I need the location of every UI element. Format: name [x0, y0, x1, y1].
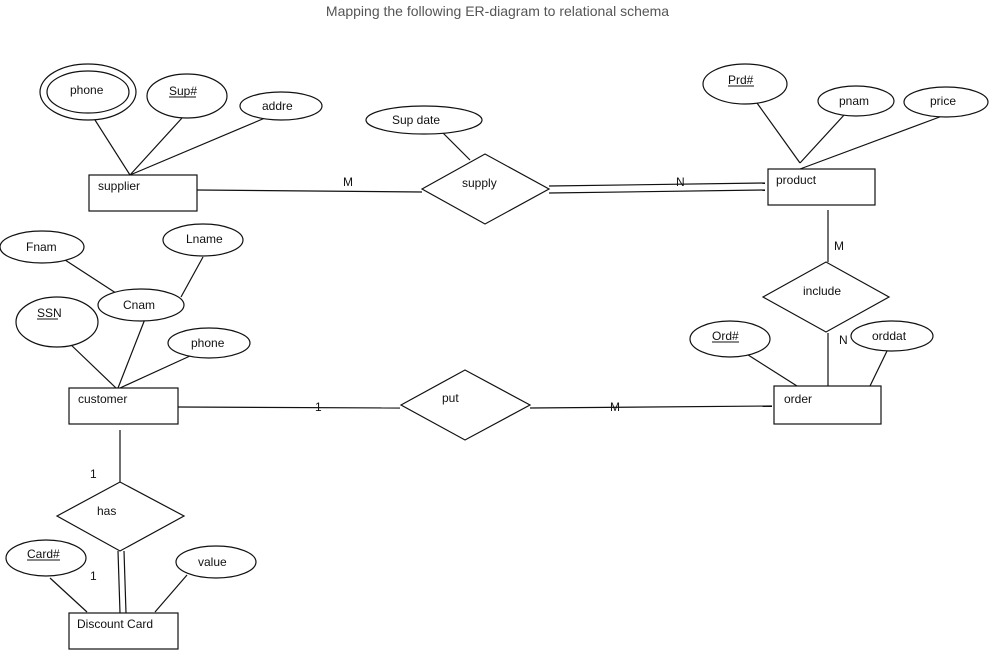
entity-product-label: product [776, 173, 817, 187]
line-supno-supplier [129, 117, 183, 176]
line-ordno-order [744, 352, 798, 387]
line-lname-cnam [180, 256, 204, 298]
attr-orddat [850, 320, 934, 352]
line-has-card-1 [117, 550, 121, 614]
relationship-supply-label: supply [462, 176, 497, 190]
entity-discount-card-label: Discount Card [77, 617, 153, 631]
attr-sup-date [365, 105, 483, 135]
attr-ssn-label: SSN [37, 306, 62, 320]
cardinality-put-order: M [610, 400, 620, 414]
attr-addre [239, 91, 323, 121]
line-supplier-supply [196, 189, 423, 193]
line-cardno-card [49, 577, 88, 613]
line-put-order [529, 405, 773, 409]
attr-supplier-phone-label: phone [70, 83, 104, 97]
cardinality-has-customer: 1 [90, 467, 97, 481]
entity-supplier-label: supplier [98, 179, 140, 193]
attr-cnam-label: Cnam [123, 298, 155, 312]
entity-order [773, 385, 882, 425]
entity-customer [68, 387, 179, 425]
attr-ord-no [689, 320, 771, 358]
attr-ssn [15, 296, 99, 348]
entity-order-label: order [784, 392, 812, 406]
attr-customer-phone-label: phone [191, 336, 225, 350]
attr-sup-no [146, 73, 228, 119]
line-ssn-customer [67, 341, 117, 389]
attr-fnam-label: Fnam [26, 240, 57, 254]
line-phone-customer [119, 355, 191, 389]
attr-supplier-phone-inner [46, 70, 130, 114]
cardinality-include-product: M [834, 239, 844, 253]
line-pnam-product [799, 113, 846, 164]
relationship-has-label: has [97, 504, 116, 518]
line-value-card [154, 574, 188, 613]
attr-sup-no-label: Sup# [169, 84, 197, 98]
line-supply-product-1 [548, 182, 766, 187]
entity-customer-label: customer [78, 392, 127, 406]
line-cnam-customer [117, 318, 146, 389]
attr-ord-no-label: Ord# [712, 329, 739, 343]
relationship-include-label: include [803, 284, 841, 298]
attr-price-label: price [930, 94, 956, 108]
line-customer-put [177, 406, 401, 409]
entity-product [767, 168, 876, 206]
attr-card-no [5, 539, 87, 577]
line-supply-product-2 [548, 189, 766, 194]
attr-pnam [817, 85, 895, 117]
cardinality-put-customer: 1 [315, 400, 322, 414]
cardinality-supply-product: N [676, 175, 685, 189]
attr-sup-date-label: Sup date [392, 113, 440, 127]
relationship-has [55, 481, 186, 552]
attr-supplier-phone-outer [39, 63, 137, 121]
attr-addre-label: addre [262, 99, 293, 113]
attr-value-label: value [198, 555, 227, 569]
attr-prd-no [702, 63, 788, 105]
line-addre-supplier [129, 117, 266, 176]
attr-value [175, 545, 257, 579]
line-supdate-supply [442, 132, 471, 161]
attr-prd-no-label: Prd# [728, 73, 754, 87]
cardinality-include-order: N [839, 333, 848, 347]
line-price-product [799, 114, 946, 170]
entity-supplier [88, 174, 198, 212]
diagram-title: Mapping the following ER-diagram to rela… [325, 3, 670, 19]
cardinality-supply-supplier: M [343, 175, 353, 189]
attr-customer-phone [167, 327, 251, 359]
line-orddat-order [869, 350, 888, 387]
attr-orddat-label: orddat [872, 329, 907, 343]
line-has-card-2 [123, 550, 127, 614]
attr-price [903, 86, 989, 118]
attr-fnam [0, 230, 85, 264]
relationship-put-label: put [442, 391, 459, 405]
cardinality-has-card: 1 [90, 569, 97, 583]
relationship-supply [420, 153, 551, 225]
line-fnam-cnam [61, 257, 123, 298]
attr-lname [162, 223, 244, 257]
relationship-put [399, 369, 532, 441]
attr-pnam-label: pnam [839, 94, 869, 108]
line-phone-supplier [94, 119, 131, 176]
entity-discount-card [68, 612, 179, 650]
line-prdno-product [756, 102, 801, 164]
attr-card-no-label: Card# [27, 547, 60, 561]
attr-lname-label: Lname [186, 232, 223, 246]
attr-cnam [97, 288, 185, 322]
relationship-include [761, 261, 891, 333]
